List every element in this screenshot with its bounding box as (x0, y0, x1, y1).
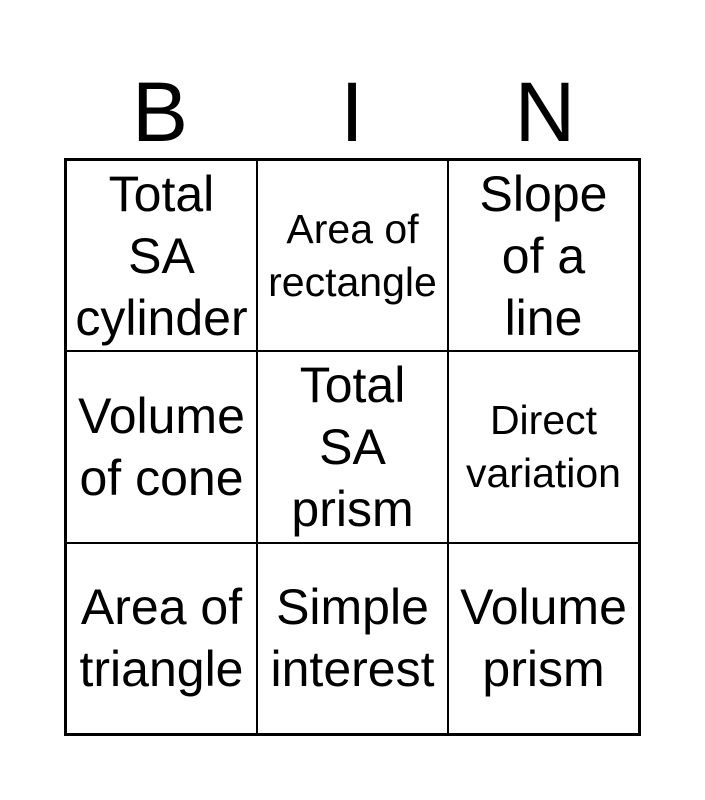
bingo-cell[interactable]: Slope of a line (448, 160, 639, 352)
bingo-cell[interactable]: Total SA cylinder (66, 160, 257, 352)
bingo-cell-text: Area of rectangle (268, 205, 437, 305)
bingo-cell-text: Direct variation (466, 396, 621, 496)
bingo-cell-text: Total SA cylinder (75, 165, 248, 346)
bingo-cell[interactable]: Volume of cone (66, 351, 257, 543)
bingo-cell-text: Area of triangle (79, 579, 244, 698)
bingo-cell[interactable]: Volume prism (448, 542, 639, 734)
bingo-cell-text: Volume of cone (78, 387, 245, 506)
header-letter-i: I (340, 65, 364, 159)
bingo-cell[interactable]: Total SA prism (257, 351, 448, 543)
bingo-cell-text: Slope of a line (479, 165, 608, 346)
bingo-cell-text: Volume prism (460, 579, 627, 698)
bingo-cell[interactable]: Simple interest (257, 542, 448, 734)
bingo-cell-text: Simple interest (270, 579, 435, 698)
bingo-cell[interactable]: Area of rectangle (257, 160, 448, 352)
bingo-cell-text: Total SA prism (291, 356, 414, 537)
bingo-cell[interactable]: Direct variation (448, 351, 639, 543)
header-letter-n: N (514, 65, 576, 159)
bingo-cell[interactable]: Area of triangle (66, 542, 257, 734)
header-letter-b: B (131, 65, 189, 159)
